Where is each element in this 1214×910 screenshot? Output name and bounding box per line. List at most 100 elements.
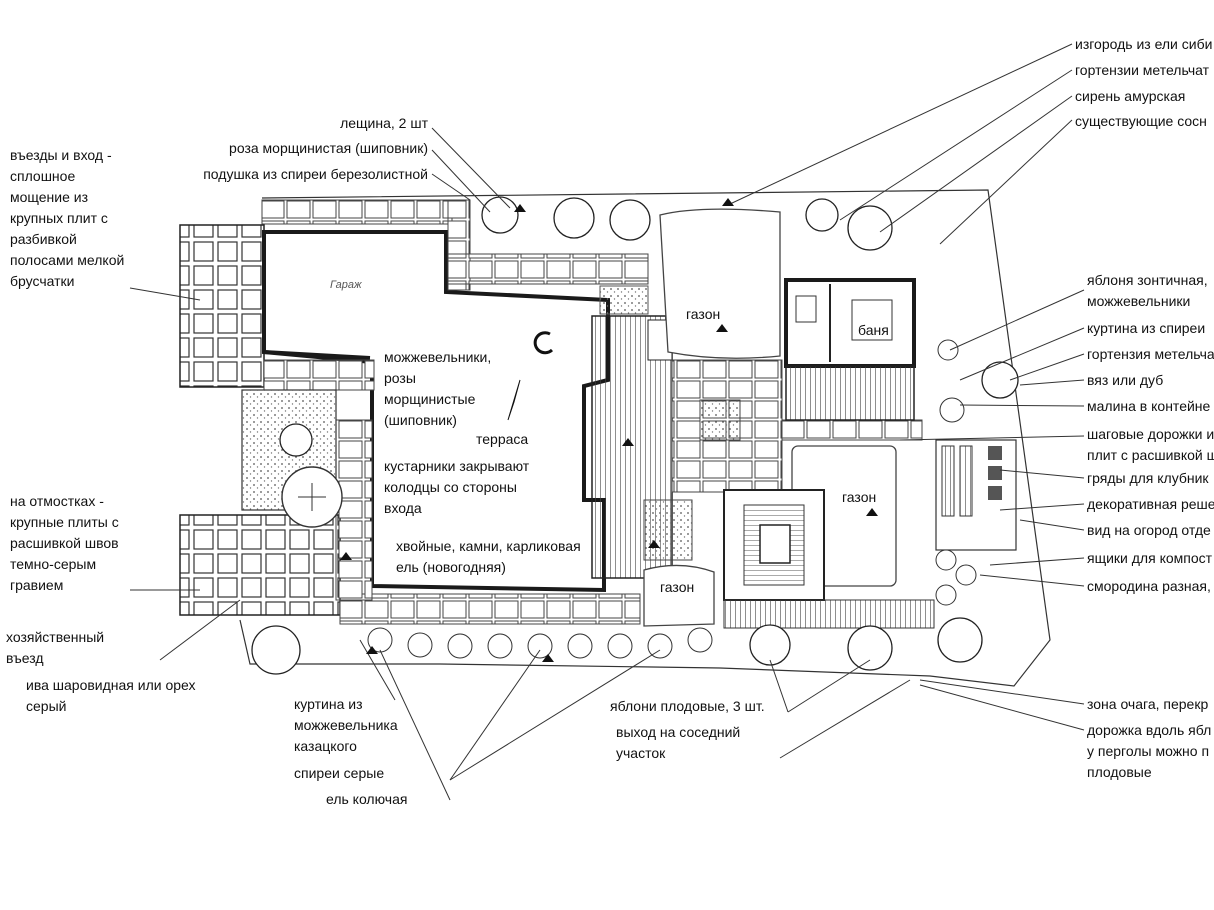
shrubs-note-line: колодцы со стороны — [384, 479, 517, 495]
label-line: можжевельника — [294, 717, 398, 733]
label-line: мощение из — [10, 189, 89, 205]
label-line: участок — [616, 745, 666, 761]
label-right-16: дорожка вдоль ябл у перголы можно п плод… — [1087, 720, 1211, 783]
rotation-mark — [533, 331, 554, 355]
label-right-11: декоративная реше — [1087, 494, 1214, 515]
label-line: полосами мелкой — [10, 252, 125, 268]
label-right-4: яблоня зонтичная, можжевельники — [1087, 270, 1208, 312]
label-line: въезды и вход - — [10, 147, 112, 163]
terrace-note-line: розы — [384, 370, 416, 386]
terrace-note-line: (шиповник) — [384, 412, 457, 428]
label-juniper-group: куртина из можжевельника казацкого — [294, 694, 398, 757]
label-right-15: зона очага, перекр — [1087, 694, 1208, 715]
shrubs-note-line: входа — [384, 500, 422, 516]
shrubs-note-label: кустарники закрывают колодцы со стороны … — [384, 456, 529, 519]
label-line: плодовые — [1087, 764, 1152, 780]
paving-top-band — [261, 199, 649, 315]
label-line: расшивкой швов — [10, 535, 119, 551]
entrance-paving-top — [179, 224, 341, 616]
label-right-12: вид на огород отде — [1087, 520, 1211, 541]
bath-label: баня — [858, 322, 889, 338]
label-entrances: въезды и вход - сплошное мощение из круп… — [10, 145, 124, 292]
label-right-10: гряды для клубник — [1087, 468, 1209, 489]
label-line: дорожка вдоль ябл — [1087, 722, 1212, 738]
label-right-3: существующие сосн — [1075, 111, 1207, 132]
label-right-1: гортензии метельчат — [1075, 60, 1209, 81]
terrace-note-line: можжевельники, — [384, 349, 492, 365]
label-line: серый — [26, 698, 67, 714]
label-line: вяз или дуб — [1087, 372, 1164, 388]
label-spruce: ель колючая — [326, 791, 408, 807]
label-line: вид на огород отде — [1087, 522, 1211, 538]
conifers-note-label: хвойные, камни, карликовая ель (новогодн… — [396, 536, 581, 578]
shrubs-note-line: кустарники закрывают — [384, 458, 530, 474]
label-line: крупных плит с — [10, 210, 108, 226]
label-apples: яблони плодовые, 3 шт. — [610, 698, 765, 714]
label-line: казацкого — [294, 738, 357, 754]
label-line: гортензия метельча — [1087, 346, 1214, 362]
label-line: темно-серым — [10, 556, 97, 572]
label-line: можжевельники — [1087, 293, 1191, 309]
label-line: сирень амурская — [1075, 88, 1186, 104]
terrace-notes-label: можжевельники, розы морщинистые (шиповни… — [384, 347, 491, 431]
label-line: шаговые дорожки и — [1087, 426, 1214, 442]
terrace-note-line: морщинистые — [384, 391, 476, 407]
paving-bottom-band — [263, 359, 641, 625]
label-line: на отмостках - — [10, 493, 104, 509]
label-spirea-grey: спиреи серые — [294, 765, 385, 781]
lawn-bottom — [643, 499, 715, 627]
north-arrow — [507, 379, 521, 421]
label-line: ящики для компост — [1087, 550, 1213, 566]
label-right-8: малина в контейне — [1087, 396, 1210, 417]
label-line: куртина из спиреи — [1087, 320, 1206, 336]
label-right-7: вяз или дуб — [1087, 370, 1163, 391]
pergola-zone — [723, 489, 935, 629]
label-line: въезд — [6, 650, 44, 666]
label-line: брусчатки — [10, 273, 75, 289]
label-right-9: шаговые дорожки и плит с расшивкой ш — [1087, 424, 1214, 466]
label-line: существующие сосн — [1075, 113, 1207, 129]
label-line: малина в контейне — [1087, 398, 1211, 414]
label-line: гряды для клубник — [1087, 470, 1209, 486]
label-right-0: изгородь из ели сиби — [1075, 34, 1212, 55]
label-line: разбивкой — [10, 231, 77, 247]
label-exit: выход на соседний участок — [616, 722, 740, 764]
label-line: крупные плиты с — [10, 514, 119, 530]
label-line: яблоня зонтичная, — [1087, 272, 1208, 288]
conifers-note-line: хвойные, камни, карликовая — [396, 538, 581, 554]
label-utility-entry: хозяйственный въезд — [6, 627, 104, 669]
label-line: выход на соседний — [616, 724, 741, 740]
shrub-row-bottom — [367, 627, 713, 659]
label-rose: роза морщинистая (шиповник) — [229, 140, 428, 156]
site-boundary — [239, 189, 1051, 687]
label-willow: ива шаровидная или орех серый — [26, 675, 196, 717]
label-line: хозяйственный — [6, 629, 105, 645]
label-line: зона очага, перекр — [1087, 696, 1209, 712]
label-line: плит с расшивкой ш — [1087, 447, 1214, 463]
label-line: гортензии метельчат — [1075, 62, 1210, 78]
label-hazel: лещина, 2 шт — [340, 115, 428, 131]
label-spirea-cushion: подушка из спиреи березолистной — [203, 166, 428, 182]
lawn-top — [659, 208, 781, 359]
label-line: смородина разная, — [1087, 578, 1211, 594]
left-planting-bed — [241, 389, 343, 528]
conifers-note-line: ель (новогодняя) — [396, 559, 506, 575]
label-line: декоративная реше — [1087, 496, 1214, 512]
trees — [251, 196, 1019, 675]
garage-label: Гараж — [330, 279, 362, 291]
label-line: ива шаровидная или орех — [26, 677, 196, 693]
arrow-markers — [340, 198, 878, 662]
label-line: у перголы можно п — [1087, 743, 1210, 759]
label-line: гравием — [10, 577, 64, 593]
label-blind-area: на отмостках - крупные плиты с расшивкой… — [10, 491, 119, 596]
lawn-bottom-label: газон — [660, 579, 695, 595]
bath-house — [784, 278, 916, 421]
leader-lines — [129, 43, 1085, 801]
central-paving — [671, 359, 923, 493]
lawn-right-label: газон — [842, 489, 877, 505]
terrace-label: терраса — [476, 431, 529, 447]
vegetable-beds — [935, 439, 1017, 551]
label-line: сплошное — [10, 168, 76, 184]
